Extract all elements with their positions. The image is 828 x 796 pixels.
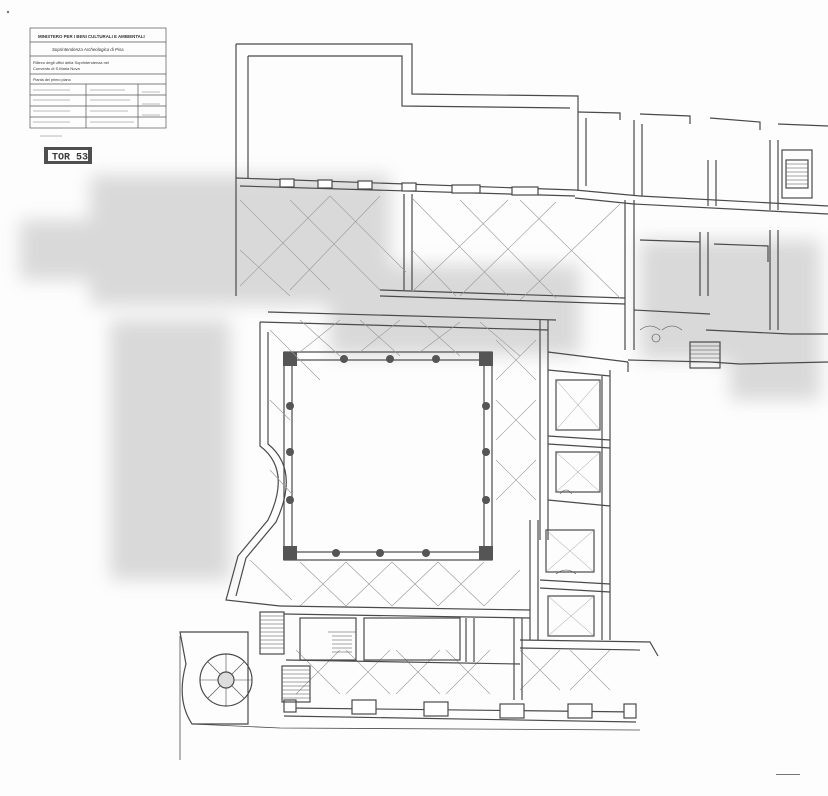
paving-pattern [239,195,621,695]
terrace-outline [235,43,579,178]
title-block [29,27,167,129]
title-block-illegible-fields [33,89,160,137]
title-subject: Pianta del primo piano [33,78,71,82]
northeast-block [577,111,828,365]
cloister-courtyard [259,311,557,561]
south-wing [279,605,659,723]
east-wing-rooms [529,351,629,640]
cloister-columns [283,352,493,560]
title-ministry: MINISTERO PER I BENI CULTURALI E AMBIENT… [38,34,145,39]
title-office: Soprintendenza Archeologica di Pisa [52,47,124,52]
northeast-stair [689,159,809,369]
floor-plan [179,43,828,760]
southwest-stair [259,611,357,703]
title-project-line1: Rilievo degli uffici della Soprintendenz… [33,60,109,65]
stamp-label: TOR 53 [52,153,88,164]
sheet-marks [6,10,800,775]
spiral-stair-tower [179,631,641,760]
west-curved-wall [225,322,287,607]
photocopy-smudge [20,175,820,580]
north-wing [235,177,641,350]
archive-stamp: TOR 53 [44,147,92,164]
title-project-line2: Convento di S.Maria Nova [33,66,80,71]
door-swings [555,325,683,575]
